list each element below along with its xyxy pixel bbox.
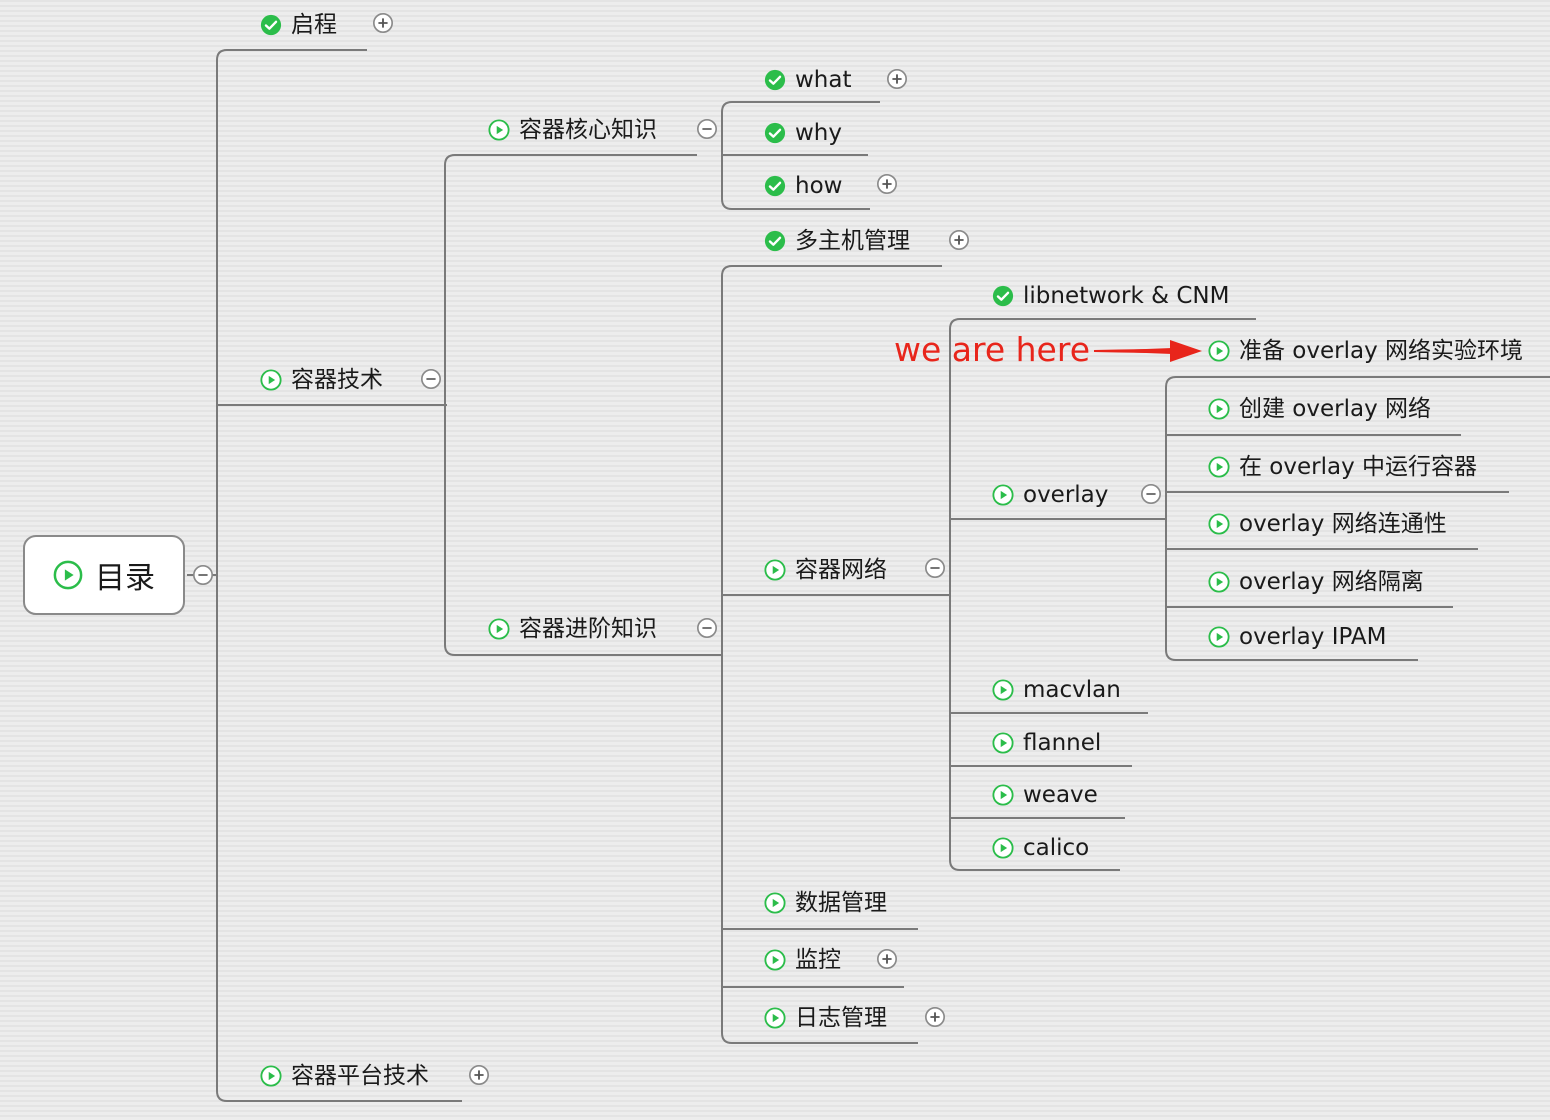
- node-rongqi-wangluo[interactable]: 容器网络: [764, 555, 887, 585]
- node-rongqi-hexin[interactable]: 容器核心知识: [488, 115, 657, 145]
- node-label: libnetwork & CNM: [1023, 283, 1230, 309]
- expand-qicheng-plus-circle-icon[interactable]: [372, 12, 394, 34]
- play-icon: [992, 484, 1014, 506]
- node-label: 准备 overlay 网络实验环境: [1239, 338, 1524, 364]
- node-pingtai[interactable]: 容器平台技术: [260, 1061, 429, 1091]
- node-shuju[interactable]: 数据管理: [764, 888, 887, 918]
- node-label: 数据管理: [795, 890, 887, 916]
- collapse-rongqi-wangluo-minus-circle-icon[interactable]: [924, 557, 946, 579]
- collapse-overlay-minus-circle-icon[interactable]: [1140, 483, 1162, 505]
- node-label: overlay 网络连通性: [1239, 511, 1447, 537]
- collapse-rongqi-jishu-minus-circle-icon[interactable]: [420, 368, 442, 390]
- node-label: overlay 网络隔离: [1239, 569, 1424, 595]
- annotation-we-are-here: we are here: [894, 330, 1091, 369]
- play-icon: [992, 679, 1014, 701]
- node-label: 容器技术: [291, 367, 383, 393]
- node-label: 日志管理: [795, 1005, 887, 1031]
- node-label: flannel: [1023, 730, 1102, 756]
- node-weave[interactable]: weave: [992, 780, 1098, 810]
- node-what[interactable]: what: [764, 65, 852, 95]
- expand-duozhuji-plus-circle-icon[interactable]: [948, 229, 970, 251]
- node-label: why: [795, 120, 842, 146]
- node-rongqi-jinjie[interactable]: 容器进阶知识: [488, 614, 657, 644]
- play-icon: [260, 369, 282, 391]
- node-label: overlay: [1023, 482, 1109, 508]
- root-node-mulu[interactable]: 目录: [23, 535, 185, 615]
- node-label: 启程: [291, 12, 337, 38]
- play-icon: [1208, 398, 1230, 420]
- arrow-right-icon: [1094, 340, 1202, 362]
- node-label: macvlan: [1023, 677, 1121, 703]
- check-circle-icon: [764, 122, 786, 144]
- play-icon: [1208, 513, 1230, 535]
- node-label: 在 overlay 中运行容器: [1239, 454, 1478, 480]
- check-circle-icon: [764, 175, 786, 197]
- node-geli[interactable]: overlay 网络隔离: [1208, 567, 1424, 597]
- play-icon: [1208, 626, 1230, 648]
- play-icon: [992, 837, 1014, 859]
- node-label: 创建 overlay 网络: [1239, 396, 1432, 422]
- expand-what-plus-circle-icon[interactable]: [886, 68, 908, 90]
- node-qicheng[interactable]: 启程: [260, 10, 337, 40]
- node-label: 容器进阶知识: [519, 616, 657, 642]
- play-icon: [764, 892, 786, 914]
- play-icon: [1208, 456, 1230, 478]
- play-icon: [992, 784, 1014, 806]
- node-label: 监控: [795, 947, 841, 973]
- node-label: 多主机管理: [795, 228, 910, 254]
- root-label: 目录: [95, 561, 155, 596]
- node-how[interactable]: how: [764, 171, 842, 201]
- node-overlay[interactable]: overlay: [992, 480, 1108, 510]
- play-icon: [53, 560, 83, 590]
- node-jiankong[interactable]: 监控: [764, 945, 841, 975]
- node-zhunbei[interactable]: 准备 overlay 网络实验环境: [1208, 336, 1523, 366]
- node-libnetwork[interactable]: libnetwork & CNM: [992, 281, 1229, 311]
- play-icon: [764, 1007, 786, 1029]
- check-circle-icon: [260, 14, 282, 36]
- play-icon: [1208, 340, 1230, 362]
- node-label: 容器平台技术: [291, 1063, 429, 1089]
- expand-jiankong-plus-circle-icon[interactable]: [876, 948, 898, 970]
- node-label: 容器网络: [795, 557, 887, 583]
- node-calico[interactable]: calico: [992, 833, 1089, 863]
- node-label: what: [795, 67, 852, 93]
- node-flannel[interactable]: flannel: [992, 728, 1101, 758]
- expand-rizhi-plus-circle-icon[interactable]: [924, 1006, 946, 1028]
- node-macvlan[interactable]: macvlan: [992, 675, 1121, 705]
- node-yunxing[interactable]: 在 overlay 中运行容器: [1208, 452, 1477, 482]
- node-label: overlay IPAM: [1239, 624, 1387, 650]
- node-label: how: [795, 173, 843, 199]
- collapse-root-minus-circle-icon[interactable]: [192, 564, 214, 586]
- play-icon: [1208, 571, 1230, 593]
- play-icon: [488, 618, 510, 640]
- expand-pingtai-plus-circle-icon[interactable]: [468, 1064, 490, 1086]
- node-rizhi[interactable]: 日志管理: [764, 1003, 887, 1033]
- node-liantong[interactable]: overlay 网络连通性: [1208, 509, 1447, 539]
- play-icon: [764, 949, 786, 971]
- check-circle-icon: [764, 230, 786, 252]
- node-duozhuji[interactable]: 多主机管理: [764, 226, 910, 256]
- node-rongqi-jishu[interactable]: 容器技术: [260, 365, 383, 395]
- expand-how-plus-circle-icon[interactable]: [876, 173, 898, 195]
- node-label: 容器核心知识: [519, 117, 657, 143]
- node-chuangjian[interactable]: 创建 overlay 网络: [1208, 394, 1431, 424]
- node-label: weave: [1023, 782, 1098, 808]
- play-icon: [764, 559, 786, 581]
- node-ipam[interactable]: overlay IPAM: [1208, 622, 1386, 652]
- node-label: calico: [1023, 835, 1090, 861]
- check-circle-icon: [764, 69, 786, 91]
- check-circle-icon: [992, 285, 1014, 307]
- collapse-rongqi-jinjie-minus-circle-icon[interactable]: [696, 617, 718, 639]
- play-icon: [488, 119, 510, 141]
- play-icon: [260, 1065, 282, 1087]
- play-icon: [992, 732, 1014, 754]
- node-why[interactable]: why: [764, 118, 842, 148]
- collapse-rongqi-hexin-minus-circle-icon[interactable]: [696, 118, 718, 140]
